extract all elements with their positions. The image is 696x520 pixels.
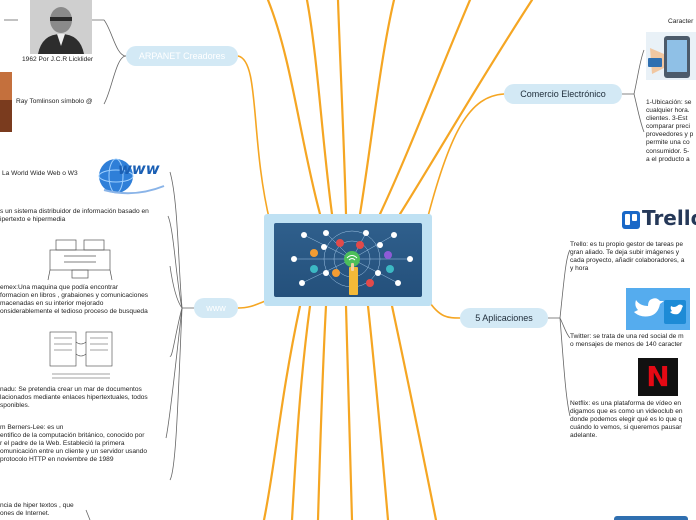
leaf-line: [169, 307, 183, 481]
leaf-line: [169, 265, 183, 309]
www-definition-title: La World Wide Web o W3: [2, 170, 78, 177]
trello-logo: Trello: [620, 204, 696, 236]
trello-logo-text: Trello: [642, 206, 696, 230]
netflix-logo: N: [638, 358, 678, 396]
partial-topic-bottom[interactable]: [614, 516, 688, 520]
leaf-line: [633, 49, 645, 95]
ray-line: [344, 304, 354, 520]
ray-line: [316, 304, 328, 520]
connector-comercio: [425, 93, 505, 225]
ray-line: [398, 0, 534, 216]
ray-line: [366, 304, 390, 520]
central-topic[interactable]: [264, 214, 432, 306]
ray-line: [262, 304, 302, 520]
netflix-description: Netflix: es una plataforma de vídeo en d…: [570, 400, 683, 440]
topic-5-aplicaciones[interactable]: 5 Aplicaciones: [460, 308, 548, 328]
berners-lee-description: m Berners-Lee: es un entifico de la comp…: [0, 424, 147, 464]
ray-line: [336, 0, 348, 216]
leaf-line: [169, 171, 183, 309]
topic-label: 5 Aplicaciones: [475, 313, 533, 323]
ray-line: [305, 0, 334, 216]
leaf-line: [559, 249, 571, 319]
ray-line: [290, 304, 312, 520]
licklider-portrait: [30, 0, 92, 54]
leaf-line: [559, 317, 571, 417]
www-description: s un sistema distribuidor de información…: [0, 208, 149, 224]
hypertext-description: ncia de hiper textos , que ones de Inter…: [0, 502, 74, 518]
leaf-line: [169, 307, 183, 357]
ray-line: [358, 0, 396, 216]
leaf-line: [559, 317, 571, 339]
memex-sketch: [44, 232, 118, 282]
leaf-line: [165, 307, 183, 439]
comercio-heading: Caracter: [668, 18, 694, 25]
topic-www[interactable]: www: [194, 298, 238, 318]
topic-label: Comercio Electrónico: [520, 89, 606, 99]
leaf-line: [68, 19, 127, 57]
xanadu-sketch: [44, 326, 118, 384]
licklider-caption: 1962 Por J.C.R Licklider: [22, 56, 94, 63]
connector-arpanet: [237, 55, 271, 223]
tomlinson-portrait: [0, 72, 12, 132]
ecommerce-illustration: [646, 28, 696, 82]
ray-line: [378, 0, 472, 216]
leaf-line: [103, 55, 127, 105]
leaf-line: [167, 215, 183, 309]
svg-text:www: www: [118, 160, 160, 178]
netflix-logo-text: N: [646, 360, 670, 393]
leaf-line: [85, 509, 91, 520]
ray-line: [390, 304, 438, 520]
topic-label: www: [206, 303, 226, 313]
leaf-line: [633, 93, 645, 133]
trello-description: Trello: es tu propio gestor de tareas pe…: [570, 241, 685, 273]
topic-comercio-electronico[interactable]: Comercio Electrónico: [504, 84, 622, 104]
topic-label: ARPANET Creadores: [138, 51, 226, 61]
ray-line: [266, 0, 322, 216]
comercio-description: 1-Ubicación: se cualquier hora. clientes…: [646, 99, 694, 163]
xanadu-description: nadu: Se pretendia crear un mar de docum…: [0, 386, 148, 410]
www-globe-logo: www: [94, 150, 168, 198]
memex-description: emex:Una maquina que podía encontrar for…: [0, 284, 149, 316]
connector-apps: [427, 299, 461, 319]
twitter-logo: [626, 288, 690, 330]
internet-of-things-illustration: [274, 223, 422, 297]
tomlinson-caption: Ray Tomlinson símbolo @: [16, 98, 93, 105]
twitter-description: Twitter: se trata de una red social de m…: [570, 333, 684, 349]
topic-arpanet-creadores[interactable]: ARPANET Creadores: [126, 46, 238, 66]
